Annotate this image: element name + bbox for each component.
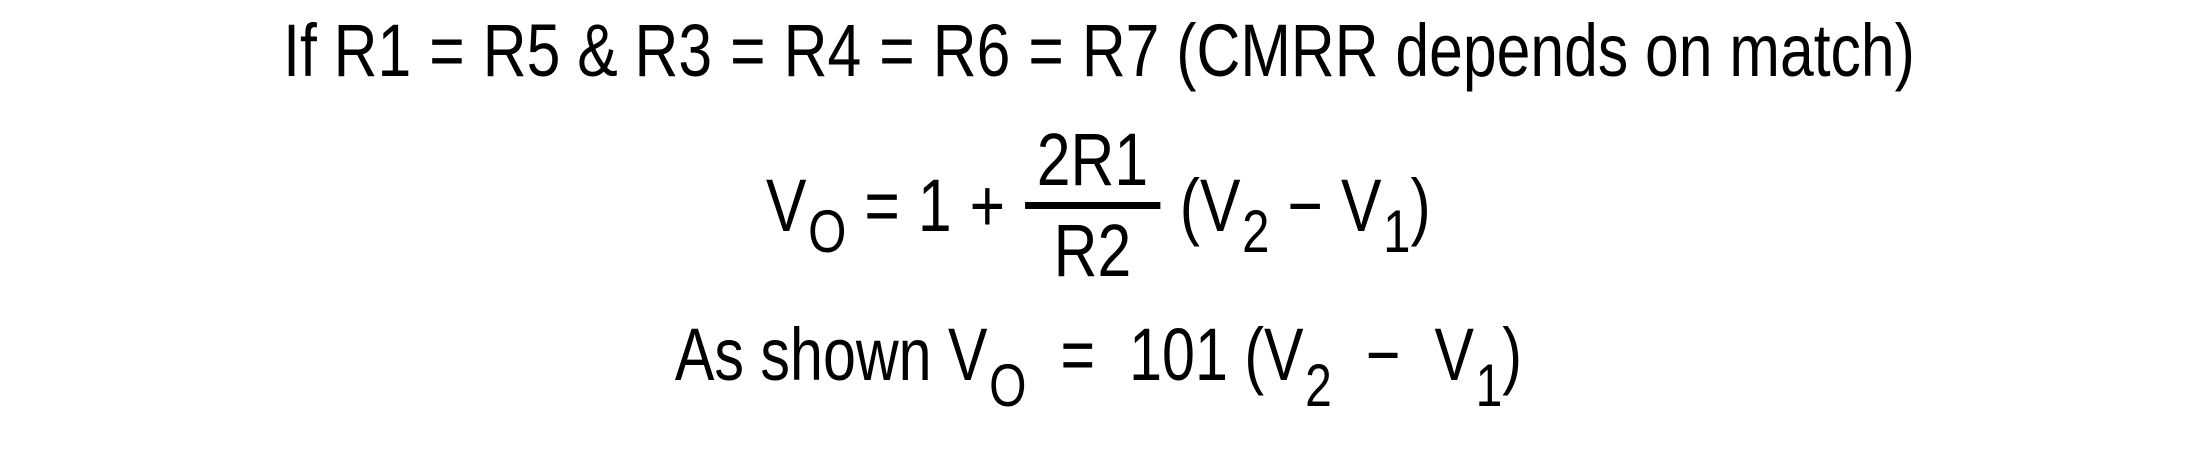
output-subscript: O <box>989 352 1027 419</box>
fraction: 2R1 R2 <box>1024 118 1161 293</box>
fraction-denominator: R2 <box>1053 209 1132 292</box>
cmrr-note: (CMRR depends on match) <box>1175 9 1915 92</box>
r4-label: R4 <box>783 9 861 92</box>
v1-symbol: V <box>1434 313 1475 396</box>
equals-sign: = <box>428 9 465 92</box>
gain-result: As shown VO = 101 (V2 − V1) <box>0 312 2197 419</box>
v2-symbol: V <box>1200 164 1241 247</box>
fraction-bar <box>1024 202 1161 209</box>
r5-label: R5 <box>482 9 560 92</box>
resistor-matching-condition: If R1=R5 & R3=R4=R6=R7 (CMRR depends on … <box>0 8 2197 93</box>
r3-label: R3 <box>634 9 712 92</box>
output-voltage-symbol: V <box>948 313 988 396</box>
open-paren: ( <box>1244 313 1265 396</box>
close-paren: ) <box>1502 313 1523 396</box>
equals-sign: = <box>864 164 901 247</box>
result-equation: As shown VO = 101 (V2 − V1) <box>674 312 1523 419</box>
v2-subscript: 2 <box>1305 352 1332 419</box>
ampersand: & <box>576 9 618 92</box>
output-voltage-symbol: V <box>766 164 807 247</box>
r6-label: R6 <box>932 9 1010 92</box>
minus-sign: − <box>1365 313 1401 396</box>
open-paren: ( <box>1179 164 1201 247</box>
fraction-numerator: 2R1 <box>1036 118 1149 201</box>
v1-subscript: 1 <box>1475 352 1503 419</box>
condition-text: If R1=R5 & R3=R4=R6=R7 (CMRR depends on … <box>283 8 1915 93</box>
if-word: If <box>282 9 317 92</box>
v1-symbol: V <box>1341 164 1382 247</box>
equals-sign: = <box>1027 9 1064 92</box>
constant-one: 1 <box>918 164 952 247</box>
minus-sign: − <box>1287 164 1324 247</box>
output-subscript: O <box>808 198 847 265</box>
v2-subscript: 2 <box>1242 198 1270 265</box>
equals-sign: = <box>1060 313 1096 396</box>
equals-sign: = <box>729 9 766 92</box>
equals-sign: = <box>878 9 915 92</box>
as-shown-text: As shown <box>674 313 932 396</box>
v1-subscript: 1 <box>1383 198 1411 265</box>
gain-value: 101 <box>1129 313 1228 396</box>
r7-label: R7 <box>1081 9 1159 92</box>
close-paren: ) <box>1410 164 1431 247</box>
plus-sign: + <box>969 164 1006 247</box>
r1-label: R1 <box>333 9 411 92</box>
v2-symbol: V <box>1264 313 1304 396</box>
